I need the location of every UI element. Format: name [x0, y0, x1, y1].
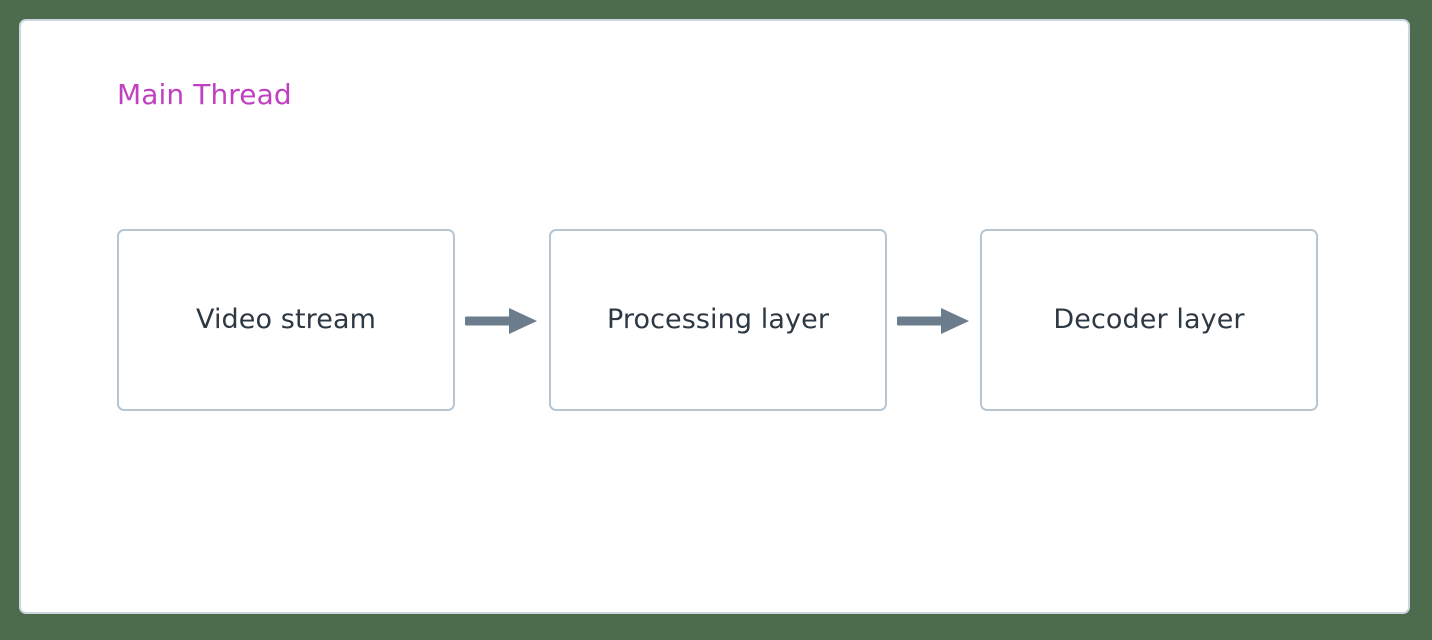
- main-thread-container: Main Thread Video stream Processing laye…: [19, 19, 1410, 614]
- cluster-title-main-thread: Main Thread: [117, 78, 292, 111]
- node-video-stream[interactable]: Video stream: [117, 229, 455, 411]
- node-processing-layer[interactable]: Processing layer: [549, 229, 887, 411]
- node-label-processing-layer: Processing layer: [606, 304, 830, 335]
- edge-video-stream-to-processing-layer: [462, 304, 539, 338]
- node-label-decoder-layer: Decoder layer: [1053, 304, 1245, 335]
- arrow-right-icon: [462, 308, 537, 334]
- arrow-right-icon: [894, 308, 969, 334]
- node-decoder-layer[interactable]: Decoder layer: [980, 229, 1318, 411]
- node-label-video-stream: Video stream: [195, 304, 377, 335]
- edge-processing-layer-to-decoder-layer: [894, 304, 971, 338]
